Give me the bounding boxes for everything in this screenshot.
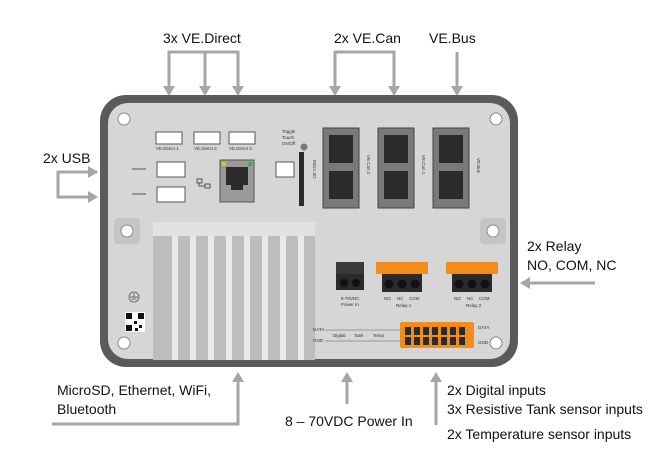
power-in-connector: [336, 262, 364, 290]
qr-code: [125, 312, 145, 332]
micro-sd-silk: Micro SD: [312, 160, 317, 179]
toggle-silk-2: Touch: [282, 135, 295, 140]
screw-bottom-left: [117, 336, 131, 350]
io-gnd-right-silk: GND: [478, 340, 488, 345]
toggle-touch-button: [300, 143, 308, 151]
screw-bottom-right: [489, 336, 503, 350]
ve-can-1-silk: VE.Can 1: [421, 155, 426, 175]
ve-can-1-port: [377, 127, 415, 209]
ve-direct-arrowhead-1: [163, 86, 175, 96]
ve-direct-1-silk: VE.Direct 1: [156, 146, 179, 151]
digital-inputs-label: 2x Digital inputs: [447, 382, 546, 398]
relay-label-line1: 2x Relay: [527, 238, 582, 254]
io-connector: [325, 322, 474, 348]
ve-bus-label: VE.Bus: [429, 30, 476, 46]
ve-can-arrows: [333, 50, 396, 88]
relay-2-silk: Relay 2: [466, 303, 482, 308]
ve-direct-arrowhead-2: [199, 86, 211, 96]
ve-direct-ports: [155, 131, 256, 145]
io-arrow: [430, 372, 442, 425]
connectivity-arrow: [52, 372, 244, 426]
tank-inputs-label: 3x Resistive Tank sensor inputs: [447, 401, 643, 417]
usb-arrows: [56, 166, 98, 203]
connectivity-label-line1: MicroSD, Ethernet, WiFi,: [57, 382, 212, 398]
relay-arrow: [520, 277, 595, 289]
relay-2-pin-nc: NC: [467, 296, 474, 301]
ve-direct-2-silk: VE.Direct 2: [194, 146, 217, 151]
ground-icon: [128, 291, 140, 303]
heatsink-fins: [153, 222, 315, 360]
ve-direct-label: 3x VE.Direct: [163, 30, 241, 46]
toggle-silk-3: On/Off: [282, 141, 296, 146]
io-digital-silk: Digital: [333, 333, 346, 338]
power-in-silk-1: 8-70VDC: [341, 296, 360, 301]
power-in-label: 8 – 70VDC Power In: [285, 413, 413, 429]
ve-can-arrowhead-1: [329, 86, 341, 96]
toggle-silk-1: Toggle: [282, 129, 296, 134]
io-gnd-left-silk: GND: [313, 338, 323, 343]
ve-bus-port: [432, 127, 470, 209]
ve-can-label: 2x VE.Can: [334, 30, 401, 46]
ethernet-icon: [196, 178, 211, 189]
io-temp-silk: Temp: [373, 333, 385, 338]
ethernet-port: [219, 159, 255, 203]
io-data-left-silk: DATA: [313, 327, 325, 332]
micro-sd-slot: [275, 152, 304, 206]
ve-bus-arrow: [451, 52, 463, 96]
ve-direct-arrows: [167, 50, 240, 88]
relay-label-line2: NO, COM, NC: [527, 257, 617, 273]
relay-1-silk: Relay 1: [396, 303, 412, 308]
usb-label: 2x USB: [43, 150, 91, 166]
relay-2-pin-no: NO: [454, 296, 461, 301]
ve-can-2-silk: VE.Can 2: [366, 155, 371, 175]
power-in-silk-2: Power In: [341, 302, 359, 307]
relay-1-pin-no: NO: [384, 296, 391, 301]
relay-2-connector: [446, 262, 498, 292]
ve-direct-arrowhead-3: [232, 86, 244, 96]
io-data-right-silk: DATA: [478, 325, 490, 330]
relay-1-pin-nc: NC: [397, 296, 404, 301]
ve-bus-silk: VE.Bus: [476, 158, 481, 174]
ve-direct-3-silk: VE.Direct 3: [229, 146, 252, 151]
screw-top-left: [117, 112, 131, 126]
relay-2-pin-com: COM: [479, 296, 490, 301]
io-tank-silk: Tank: [354, 333, 364, 338]
temperature-inputs-label: 2x Temperature sensor inputs: [447, 426, 632, 442]
connectivity-label-line2: Bluetooth: [57, 401, 117, 417]
usb-ports: [156, 161, 186, 203]
ve-can-arrowhead-2: [388, 86, 400, 96]
power-arrow: [341, 372, 353, 404]
relay-1-connector: [376, 262, 428, 292]
screw-top-right: [489, 112, 503, 126]
relay-1-pin-com: COM: [409, 296, 420, 301]
usb-icon: [132, 168, 146, 195]
ve-can-2-port: [322, 127, 360, 209]
